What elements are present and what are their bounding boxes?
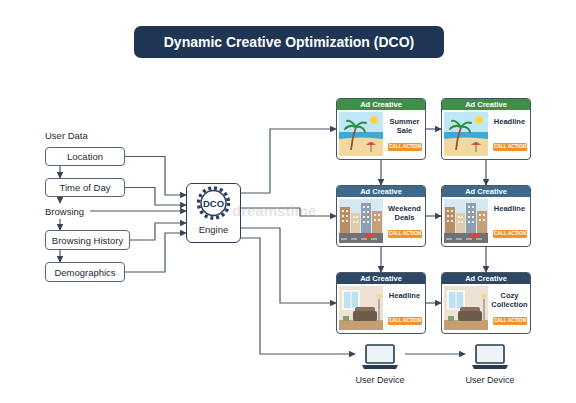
input-item: Browsing	[45, 203, 90, 219]
connector-arrow	[241, 208, 336, 216]
ad-creative-card: Ad CreativeSummer SaleCALL ACTION	[336, 98, 426, 160]
engine-name: DCO	[187, 198, 240, 210]
connector-arrow	[241, 129, 336, 193]
connector-arrow	[125, 233, 186, 272]
input-box: Demographics	[45, 262, 125, 282]
connector-arrow	[405, 353, 465, 354]
cta-button: CALL ACTION	[493, 143, 527, 151]
card-headline: Summer Sale	[384, 117, 425, 135]
gear-ring	[201, 191, 226, 216]
card-headline: Headline	[489, 117, 530, 126]
connector-arrow	[59, 250, 60, 262]
card-header: Ad Creative	[337, 273, 425, 284]
connector-arrow	[380, 247, 381, 272]
connector-arrow	[380, 160, 381, 185]
ad-creative-card: Ad CreativeWeekend DealsCALL ACTION	[336, 185, 426, 247]
cta-button: CALL ACTION	[388, 143, 422, 151]
input-box: Location	[45, 147, 125, 166]
card-header: Ad Creative	[442, 186, 530, 197]
cta-button: CALL ACTION	[493, 317, 527, 325]
gear-icon	[199, 188, 229, 218]
connector-arrow	[485, 247, 486, 272]
card-headline: Weekend Deals	[384, 204, 425, 222]
cta-button: CALL ACTION	[388, 230, 422, 238]
section-heading: User Data	[45, 130, 88, 141]
ad-creative-card: Ad CreativeHeadlineCALL ACTION	[441, 185, 531, 247]
device-label: User Device	[335, 375, 425, 386]
card-headline: Cozy Collection	[489, 291, 530, 309]
node-label: Location	[67, 151, 103, 162]
card-header: Ad Creative	[442, 273, 530, 284]
node-label: Browsing History	[52, 235, 123, 246]
connector-arrow	[59, 197, 60, 203]
room-illustration	[444, 286, 488, 330]
card-headline: Headline	[489, 204, 530, 213]
card-header: Ad Creative	[337, 99, 425, 110]
room-illustration	[339, 286, 383, 330]
card-header: Ad Creative	[442, 99, 530, 110]
input-box: Browsing History	[45, 230, 130, 250]
user-device: User Device	[355, 342, 405, 386]
connector-arrow	[426, 128, 441, 129]
node-label: Demographics	[54, 267, 115, 278]
node-label: Time of Day	[60, 182, 111, 193]
beach-illustration	[444, 112, 488, 156]
laptop-icon	[362, 345, 398, 369]
connector-arrow	[125, 188, 186, 206]
connector-arrow	[59, 166, 60, 178]
card-header: Ad Creative	[337, 186, 425, 197]
beach-illustration	[339, 112, 383, 156]
connector-arrow	[426, 302, 441, 303]
connector-arrow	[485, 160, 486, 185]
device-label: User Device	[445, 375, 535, 386]
city-illustration	[444, 199, 488, 243]
ad-creative-card: Ad CreativeHeadlineCALL ACTION	[441, 98, 531, 160]
cta-button: CALL ACTION	[493, 230, 527, 238]
laptop-icon	[472, 345, 508, 369]
connector-arrow	[426, 215, 441, 216]
user-device: User Device	[465, 342, 515, 386]
cta-button: CALL ACTION	[388, 317, 422, 325]
node-label: Browsing	[45, 206, 84, 217]
engine-box: DCO Engine	[186, 183, 241, 243]
card-headline: Headline	[384, 291, 425, 300]
ad-creative-card: Ad CreativeHeadlineCALL ACTION	[336, 272, 426, 334]
ad-creative-card: Ad CreativeCozy CollectionCALL ACTION	[441, 272, 531, 334]
city-illustration	[339, 199, 383, 243]
engine-label: Engine	[187, 224, 240, 236]
connector-arrow	[59, 219, 60, 230]
connector-arrow	[241, 228, 336, 303]
input-box: Time of Day	[45, 178, 125, 197]
title-banner: Dynamic Creative Optimization (DCO)	[134, 26, 444, 58]
connector-arrow	[90, 210, 186, 211]
connector-arrow	[130, 223, 186, 240]
